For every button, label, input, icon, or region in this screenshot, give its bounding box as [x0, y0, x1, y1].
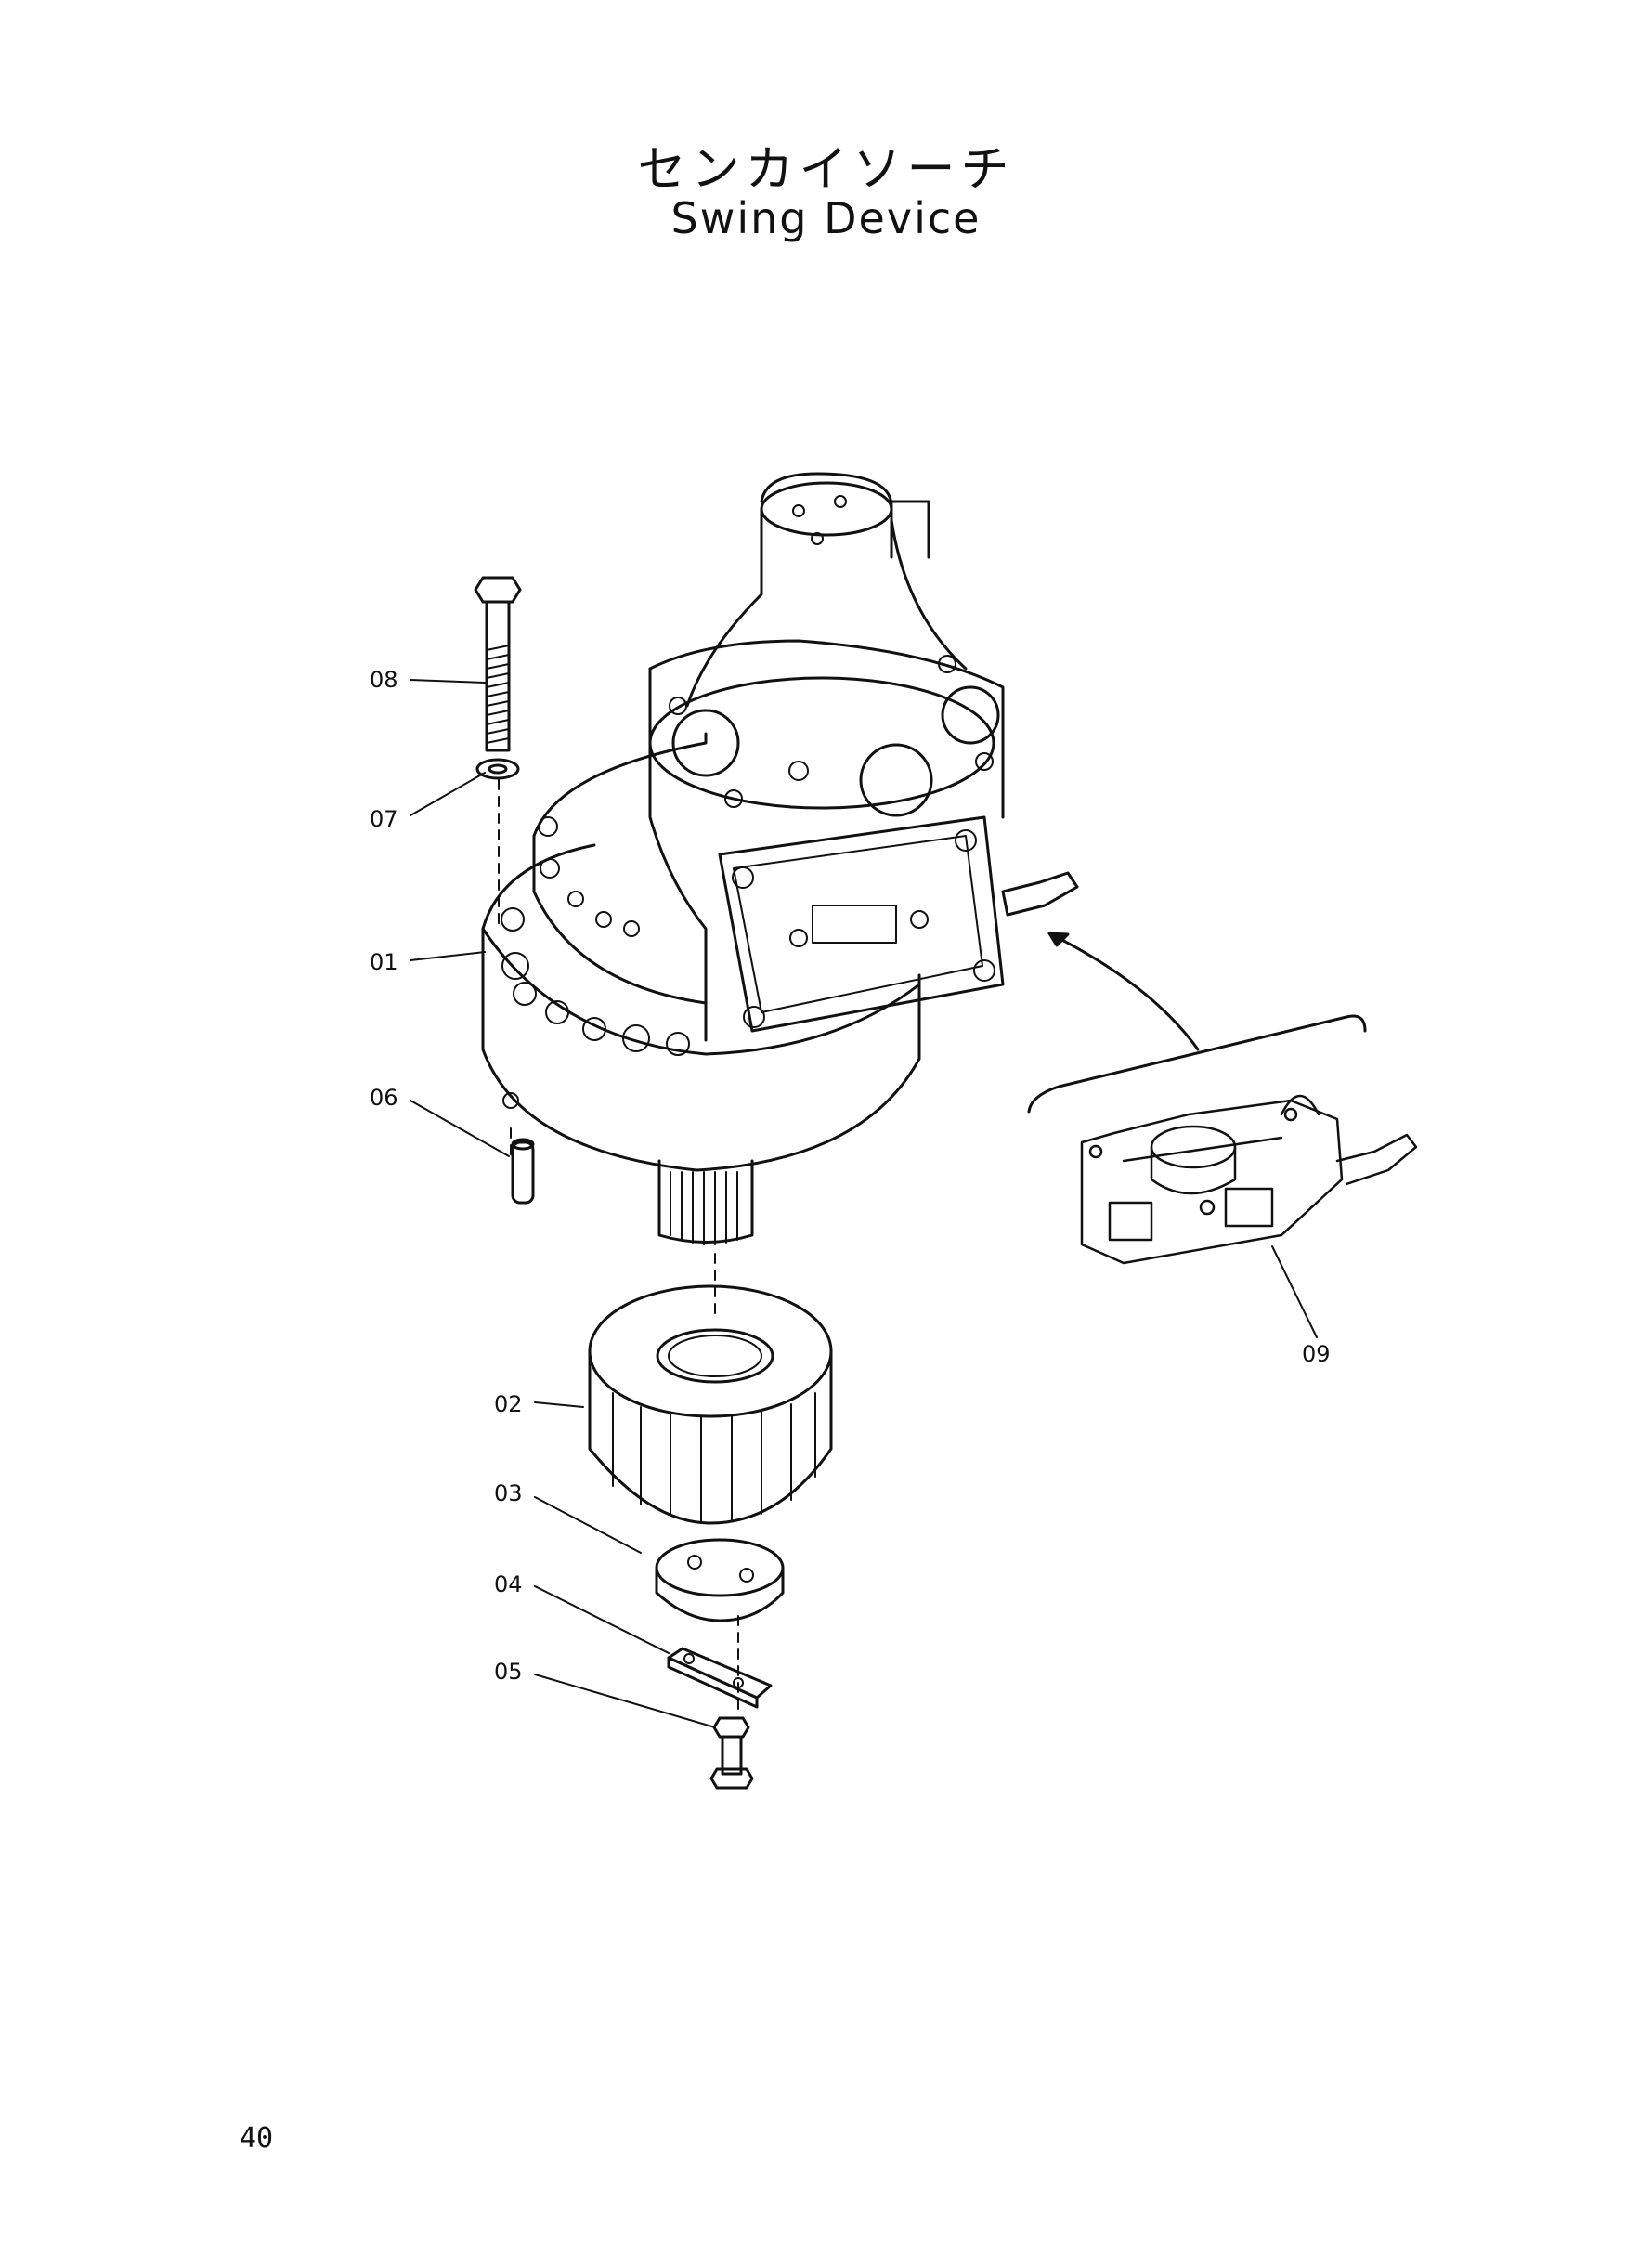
- part-label-06: 06: [370, 1085, 398, 1111]
- swing-motor-body-01: [481, 472, 1079, 1245]
- part-label-09: 09: [1302, 1341, 1331, 1367]
- pinion-gear-02: [588, 1284, 833, 1525]
- part-label-03: 03: [494, 1480, 523, 1506]
- page-title-japanese: センカイソーチ: [637, 142, 1015, 198]
- page-title-english: Swing Device: [670, 193, 982, 243]
- bolt-08: [474, 576, 522, 752]
- part-label-04: 04: [494, 1571, 523, 1597]
- part-label-07: 07: [370, 806, 398, 832]
- part-label-01: 01: [370, 949, 398, 975]
- part-label-05: 05: [494, 1659, 523, 1685]
- lock-plate-04: [667, 1647, 773, 1709]
- washer-07: [475, 758, 520, 780]
- detail-callout: [1027, 932, 1367, 1114]
- leader-lines: [410, 679, 1318, 1728]
- page-number: 40: [240, 2122, 274, 2155]
- part-label-08: 08: [370, 667, 398, 693]
- assembly-axis-lines: [498, 779, 739, 1710]
- bolt-05: [709, 1716, 754, 1790]
- brake-valve-detail-09: [1080, 1094, 1418, 1265]
- pin-06: [511, 1138, 535, 1205]
- plate-03: [655, 1538, 785, 1622]
- part-label-02: 02: [494, 1391, 523, 1417]
